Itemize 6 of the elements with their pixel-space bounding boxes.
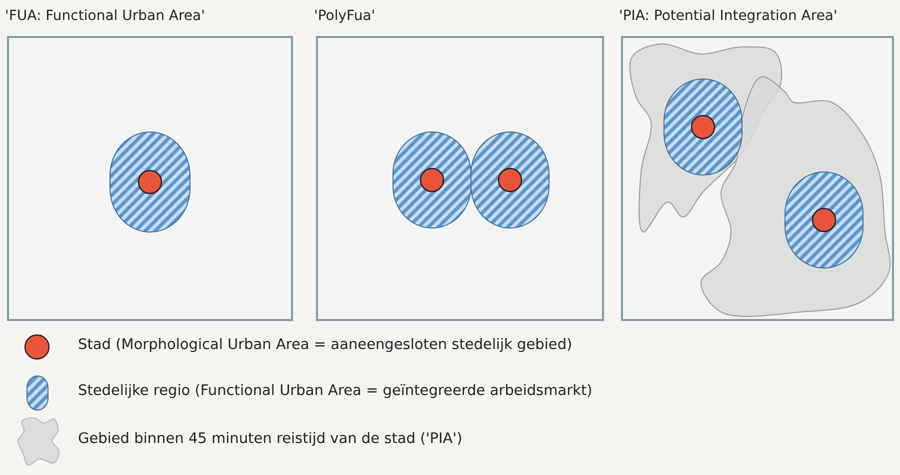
legend-text: Stedelijke regio (Functional Urban Area = geïntegreerde arbeidsmarkt) xyxy=(78,383,592,399)
legend-text: Stad (Morphological Urban Area = aaneengesloten stedelijk gebied) xyxy=(78,337,572,353)
panel-title: 'PIA: Potential Integration Area' xyxy=(619,8,838,24)
panel-title: 'FUA: Functional Urban Area' xyxy=(5,8,205,24)
panel-title: 'PolyFua' xyxy=(314,8,376,24)
legend-text: Gebied binnen 45 minuten reistijd van de stad ('PIA') xyxy=(78,431,462,447)
